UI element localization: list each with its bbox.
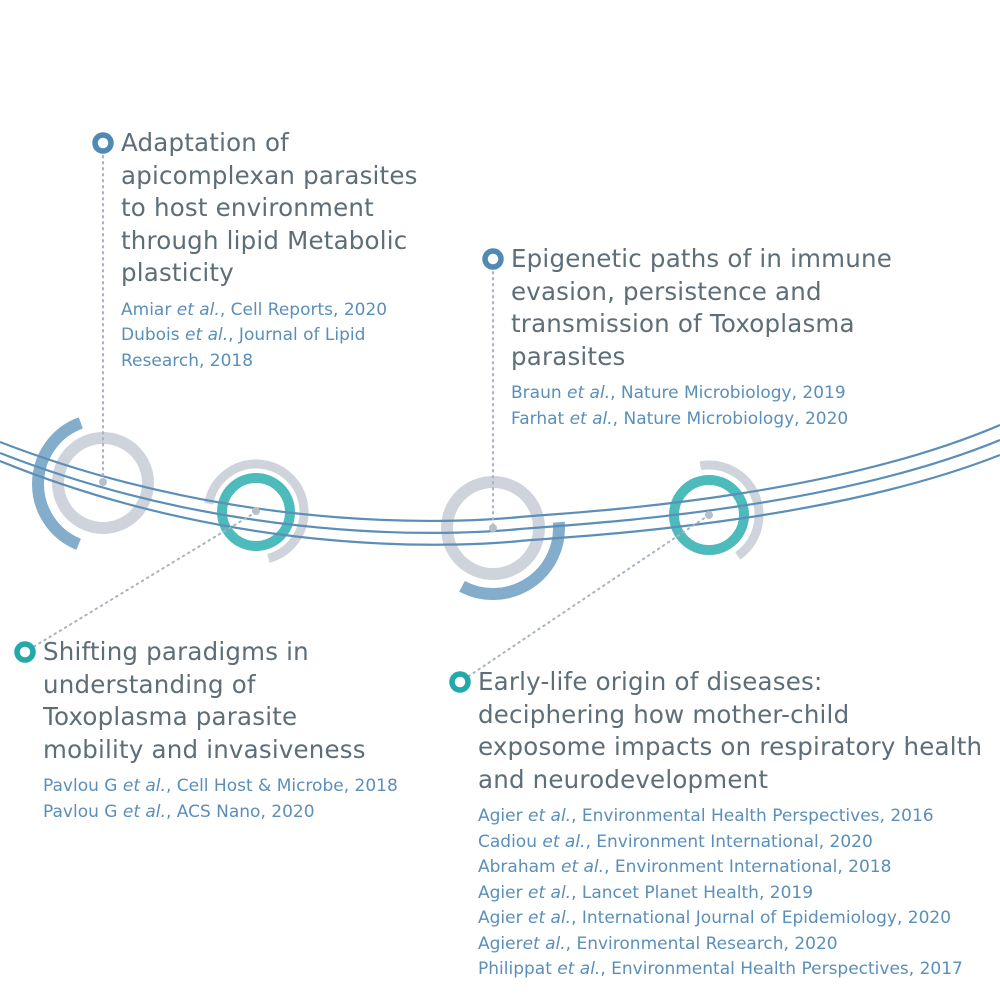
- reference-item: Farhat et al., Nature Microbiology, 2020: [511, 407, 892, 433]
- node-dot: [99, 478, 107, 486]
- bullet-icon: [92, 132, 114, 154]
- ref-source: , Cell Host & Microbe, 2018: [165, 776, 398, 796]
- reference-list: Pavlou G et al., Cell Host & Microbe, 20…: [43, 774, 398, 825]
- timeline-curve: [0, 453, 1000, 546]
- ref-author: Abraham: [478, 857, 561, 877]
- dotted-leader: [459, 514, 710, 683]
- reference-item: Agier et al., Environmental Health Persp…: [478, 804, 982, 830]
- topic-title: Adaptation of apicomplexan parasites to ho…: [121, 127, 418, 290]
- title-line: mobility and invasiveness: [43, 734, 366, 764]
- ref-etal: et al.: [569, 408, 613, 429]
- reference-item: Research, 2018: [121, 349, 418, 375]
- title-line: Toxoplasma parasite: [43, 702, 298, 731]
- ref-etal: et al.: [528, 908, 572, 928]
- ref-author: Agier: [478, 908, 528, 928]
- ref-author: Pavlou G: [43, 776, 123, 796]
- ref-source: , Nature Microbiology, 2020: [612, 408, 849, 429]
- ref-author: Braun: [511, 383, 568, 403]
- ref-source: , Environment International, 2018: [604, 857, 892, 877]
- blue-arc: [32, 417, 83, 550]
- ref-author: Pavlou G: [43, 801, 123, 822]
- ref-etal: et al.: [567, 383, 611, 403]
- ref-source: , Journal of Lipid: [228, 325, 366, 345]
- ref-etal: et al.: [522, 933, 566, 954]
- reference-list: Agier et al., Environmental Health Persp…: [478, 804, 982, 983]
- reference-item: Cadiou et al., Environment International…: [478, 830, 982, 856]
- reference-item: Dubois et al., Journal of Lipid: [121, 323, 418, 349]
- title-line: evasion, persistence and: [511, 276, 822, 306]
- ref-source: , Environmental Health Perspectives, 201…: [571, 806, 934, 826]
- title-line: exposome impacts on respiratory health: [478, 732, 983, 761]
- ref-etal: et al.: [528, 882, 572, 903]
- ref-source: , International Journal of Epidemiology,…: [571, 908, 952, 928]
- title-line: plasticity: [121, 258, 234, 287]
- reference-item: Pavlou G et al., ACS Nano, 2020: [43, 800, 398, 826]
- title-line: through lipid Metabolic: [121, 225, 408, 255]
- ref-source: , Cell Reports, 2020: [219, 299, 388, 320]
- ref-source: , ACS Nano, 2020: [165, 801, 315, 822]
- ref-source: Research, 2018: [121, 350, 254, 371]
- ref-author: Philippat: [478, 959, 558, 979]
- bullet-icon: [14, 641, 36, 663]
- node-dot: [705, 511, 713, 519]
- grey-arc: [699, 460, 764, 560]
- title-line: to host environment: [121, 193, 374, 222]
- reference-item: Philippat et al., Environmental Health P…: [478, 957, 982, 983]
- reference-item: Amiar et al., Cell Reports, 2020: [121, 298, 418, 324]
- ref-etal: et al.: [122, 801, 166, 822]
- ref-author: Dubois: [121, 325, 186, 345]
- ref-author: Amiar: [121, 299, 177, 320]
- reference-item: Agieret al., Environmental Research, 202…: [478, 932, 982, 958]
- node-dot: [489, 524, 497, 532]
- node-dot: [252, 507, 260, 515]
- title-line: deciphering how mother-child: [478, 699, 850, 729]
- ref-etal: et al.: [542, 831, 586, 852]
- ref-etal: et al.: [560, 857, 605, 877]
- title-line: and neurodevelopment: [478, 764, 769, 794]
- ref-author: Agier: [478, 882, 528, 903]
- topic-parasite-mobility: Shifting paradigms in understanding of Tox…: [43, 636, 398, 825]
- grey-arc: [204, 459, 309, 563]
- reference-item: Pavlou G et al., Cell Host & Microbe, 20…: [43, 774, 398, 800]
- ref-etal: et al.: [122, 776, 166, 796]
- timeline-curve: [0, 438, 1000, 534]
- reference-item: Abraham et al., Environment Internationa…: [478, 855, 982, 881]
- blue-arc: [459, 521, 565, 600]
- topic-title: Shifting paradigms in understanding of Tox…: [43, 636, 398, 766]
- timeline-curve: [0, 423, 1000, 522]
- ref-source: , Environmental Health Perspectives, 201…: [600, 959, 963, 979]
- ref-author: Agier: [478, 933, 523, 954]
- topic-lipid-metabolism: Adaptation of apicomplexan parasites to ho…: [121, 127, 418, 374]
- bullet-icon: [482, 248, 504, 270]
- ref-source: , Lancet Planet Health, 2019: [571, 882, 814, 903]
- ref-etal: et al.: [176, 299, 220, 320]
- title-line: Epigenetic paths of in immune: [511, 244, 892, 273]
- reference-item: Agier et al., Lancet Planet Health, 2019: [478, 881, 982, 907]
- topic-epigenetics: Epigenetic paths of in immune evasion, pe…: [511, 243, 892, 432]
- title-line: Early-life origin of diseases:: [478, 667, 823, 696]
- ref-source: , Environmental Research, 2020: [565, 933, 838, 954]
- reference-item: Agier et al., International Journal of E…: [478, 906, 982, 932]
- ref-source: , Environment International, 2020: [585, 831, 873, 852]
- topic-title: Early-life origin of diseases: decipherin…: [478, 666, 982, 796]
- title-line: Adaptation of: [121, 128, 289, 157]
- title-line: transmission of Toxoplasma: [511, 309, 855, 338]
- topic-title: Epigenetic paths of in immune evasion, pe…: [511, 243, 892, 373]
- ref-source: , Nature Microbiology, 2019: [610, 383, 846, 403]
- reference-item: Braun et al., Nature Microbiology, 2019: [511, 381, 892, 407]
- title-line: parasites: [511, 341, 626, 371]
- ref-author: Agier: [478, 806, 528, 826]
- title-line: Shifting paradigms in: [43, 637, 309, 666]
- bullet-icon: [449, 671, 471, 693]
- topic-early-life-exposome: Early-life origin of diseases: decipherin…: [478, 666, 982, 983]
- title-line: understanding of: [43, 669, 256, 699]
- ref-etal: et al.: [557, 959, 601, 979]
- ref-author: Farhat: [511, 408, 570, 429]
- ref-etal: et al.: [185, 325, 229, 345]
- title-line: apicomplexan parasites: [121, 160, 418, 190]
- ref-author: Cadiou: [478, 831, 543, 852]
- ref-etal: et al.: [528, 806, 572, 826]
